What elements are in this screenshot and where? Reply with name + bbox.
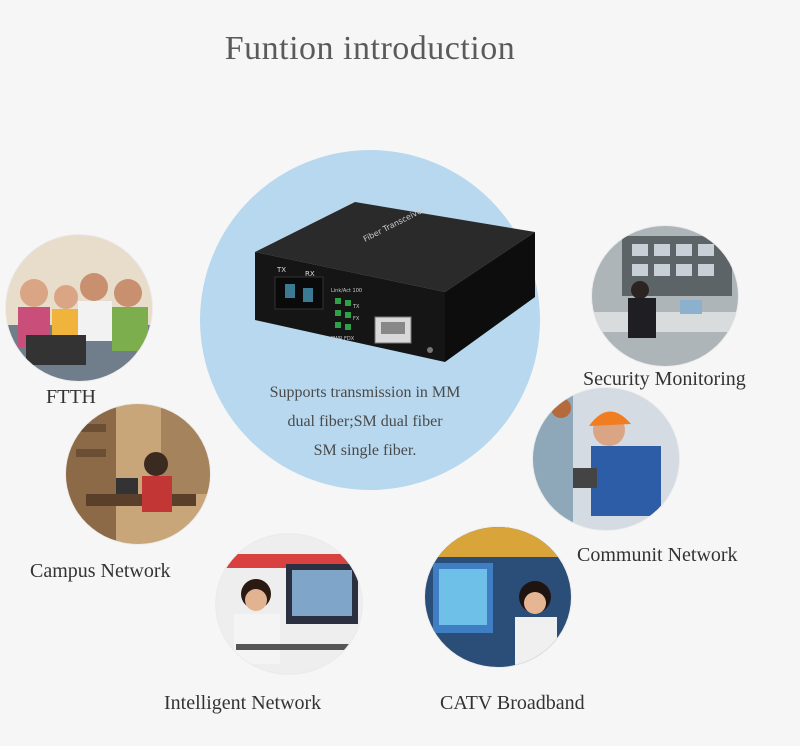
feature-label-communit-network: Communit Network xyxy=(577,544,738,566)
device-rx-label: RX xyxy=(305,270,315,278)
device-tx-label: TX xyxy=(276,266,286,274)
center-line-2: dual fiber;SM dual fiber xyxy=(287,413,443,430)
media-converter-device: TX RX Link/Act 100 TX FX PWR FDX Fiber T… xyxy=(255,202,535,362)
device-led-fdx-label: PWR FDX xyxy=(331,336,355,342)
center-description: Supports transmission in MM dual fiber;S… xyxy=(240,378,490,465)
feature-label-security-monitoring: Security Monitoring xyxy=(583,368,746,390)
communit-network-photo xyxy=(533,388,679,530)
device-led-tx-label: TX xyxy=(352,304,360,310)
feature-label-campus-network: Campus Network xyxy=(30,560,171,582)
feature-label-catv-broadband: CATV Broadband xyxy=(440,692,585,714)
center-line-1: Supports transmission in MM xyxy=(269,384,461,401)
ftth-photo xyxy=(6,235,152,381)
intelligent-network-photo xyxy=(216,534,362,674)
feature-label-ftth: FTTH xyxy=(46,386,96,408)
catv-broadband-photo xyxy=(425,527,571,667)
feature-label-intelligent-network: Intelligent Network xyxy=(164,692,322,714)
device-led-fx-label: FX xyxy=(353,316,360,322)
page-title: Funtion introduction xyxy=(224,30,516,67)
security-monitoring-photo xyxy=(592,226,738,366)
campus-network-photo xyxy=(66,404,210,544)
device-led-link-label: Link/Act 100 xyxy=(331,288,362,294)
center-line-3: SM single fiber. xyxy=(313,442,417,459)
